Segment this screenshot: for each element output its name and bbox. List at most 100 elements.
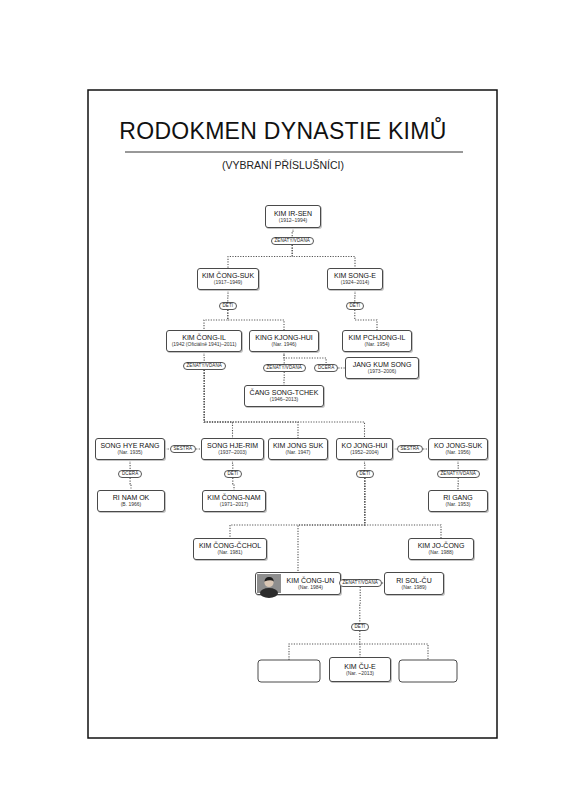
person-dates: (1912–1994) <box>279 218 307 224</box>
person-dates: (Nar. 1981) <box>217 550 242 556</box>
person-dates: (Nar. 1984) <box>298 585 323 591</box>
person-box: KIM ČONG-ČCHOL(Nar. 1981) <box>193 538 267 560</box>
family-connector <box>364 460 365 470</box>
relation-text: DĚTI <box>228 472 239 477</box>
person-dates: (1942 (Oficiálně 1941)–2011) <box>172 342 237 348</box>
person-name: JANG KUM SONG <box>353 361 412 369</box>
relation-text: ŽENATÝ/VDANÁ <box>441 472 476 477</box>
person-box: KO JONG-SUK(Nar. 1956) <box>428 438 488 460</box>
family-connector <box>457 460 458 470</box>
relation-pill: ŽENATÝ/VDANÁ <box>339 579 382 587</box>
photo-hair <box>264 577 273 582</box>
person-box: RI NAM OK(B. 1966) <box>97 490 165 512</box>
person-dates: (Nar. 1988) <box>428 550 453 556</box>
person-name: SONG HJE-RIM <box>207 442 258 450</box>
empty-box <box>399 660 457 682</box>
person-name: KIM ČONG-IL <box>182 334 226 342</box>
person-name: KIM ČONG-NAM <box>207 494 260 502</box>
subtitle-label: (VYBRANÍ PŘÍSLUŠNÍCI) <box>0 159 566 171</box>
person-name: KIM ČONG-SUK <box>202 272 254 280</box>
person-name: KIM SONG-E <box>334 272 376 280</box>
person-name: ČANG SONG-TCHEK <box>250 389 319 397</box>
person-box: KIM ČONG-IL(1942 (Oficiálně 1941)–2011) <box>166 330 242 352</box>
relation-text: DĚTI <box>360 472 371 477</box>
family-connector <box>204 370 232 438</box>
person-dates: (Nar. 1954) <box>364 342 389 348</box>
relation-pill: ŽENATÝ/VDANÁ <box>183 362 226 370</box>
family-connector <box>129 460 130 470</box>
family-connector <box>284 352 326 364</box>
person-dates: (1971–2017) <box>220 502 248 508</box>
person-box: KO JONG-HUI(1952–2004) <box>336 438 393 460</box>
family-connector <box>393 448 397 449</box>
relation-pill: DĚTI <box>219 302 238 310</box>
family-connector <box>233 478 234 490</box>
person-box: SONG HYE RANG(Nar. 1935) <box>95 438 165 460</box>
family-connector <box>203 352 204 362</box>
family-connector <box>130 478 132 490</box>
photo-body <box>260 588 278 598</box>
family-connector <box>354 290 355 302</box>
person-dates: (Nar. 1989) <box>401 585 426 591</box>
portrait-photo <box>257 574 281 598</box>
person-box: SONG HJE-RIM(1937–2003) <box>201 438 264 460</box>
person-box: KIM JONG SUK(Nar. 1947) <box>268 438 328 460</box>
person-box: KIM PCHJONG-IL(Nar. 1954) <box>342 330 412 352</box>
person-dates: (1937–2003) <box>218 450 246 456</box>
person-name: RI GANG <box>443 494 473 502</box>
family-connector <box>292 228 294 237</box>
person-box: KIM ČU-E(Nar. ~2013) <box>329 657 391 682</box>
person-dates: (1924–2014) <box>341 280 369 286</box>
person-dates: (Nar. 1956) <box>445 450 470 456</box>
relation-pill: ŽENATÝ/VDANÁ <box>271 237 314 245</box>
family-connector <box>355 310 377 330</box>
family-connector <box>298 478 365 572</box>
relation-text: ŽENATÝ/VDANÁ <box>275 239 310 244</box>
family-connector <box>359 631 360 657</box>
person-name: KIM IR-SEN <box>274 210 312 218</box>
person-dates: (B. 1966) <box>121 502 142 508</box>
relation-pill: DĚTI <box>346 302 365 310</box>
person-box: JANG KUM SONG(1973–2006) <box>345 357 419 379</box>
relation-text: ŽENATÝ/VDANÁ <box>343 581 378 586</box>
relation-text: SESTRA <box>174 447 193 452</box>
person-box: ČANG SONG-TCHEK(1946–2013) <box>244 385 324 407</box>
person-name: KIM ČU-E <box>344 663 376 671</box>
relation-pill: ŽENATÝ/VDANÁ <box>437 470 480 478</box>
person-dates: (Nar. ~2013) <box>346 671 374 677</box>
relation-text: DCERA <box>122 472 138 477</box>
person-dates: (Nar. 1953) <box>445 502 470 508</box>
family-connector <box>204 310 228 330</box>
photo-background <box>257 574 281 593</box>
person-box: KIM ČONG-SUK(1917–1949) <box>197 268 259 290</box>
relation-pill: SESTRA <box>170 445 197 453</box>
person-box: KIM SONG-E(1924–2014) <box>327 268 383 290</box>
person-name: KIM ČONG-UN <box>287 577 335 585</box>
person-name: KIM JO-ČONG <box>418 542 465 550</box>
person-name: KIM ČONG-ČCHOL <box>199 542 261 550</box>
relation-text: DĚTI <box>350 304 361 309</box>
person-name: KING KJONG-HUI <box>255 334 313 342</box>
relation-text: DĚTI <box>355 625 366 630</box>
relation-pill: DCERA <box>118 470 142 478</box>
person-box: KIM IR-SEN(1912–1994) <box>265 205 321 228</box>
person-dates: (1946–2013) <box>270 397 298 403</box>
diagram-title: RODOKMEN DYNASTIE KIMŮ <box>0 118 566 145</box>
person-name: KIM JONG SUK <box>273 442 323 450</box>
family-connector <box>204 370 364 438</box>
relation-text: ŽENATÝ/VDANÁ <box>187 364 222 369</box>
person-box: KING KJONG-HUI(Nar. 1946) <box>249 330 319 352</box>
person-dates: (Nar. 1947) <box>285 450 310 456</box>
person-dates: (Nar. 1946) <box>271 342 296 348</box>
person-name: KO JONG-SUK <box>434 442 482 450</box>
person-box: RI SOL-ČU(Nar. 1989) <box>384 572 444 595</box>
family-connector <box>338 367 345 368</box>
family-connector <box>292 245 355 268</box>
person-dates: (1973–2006) <box>368 369 396 375</box>
family-connector <box>228 310 284 330</box>
family-connector <box>359 587 361 623</box>
relation-pill: ŽENATÝ/VDANÁ <box>263 364 306 372</box>
person-dates: (1952–2004) <box>350 450 378 456</box>
